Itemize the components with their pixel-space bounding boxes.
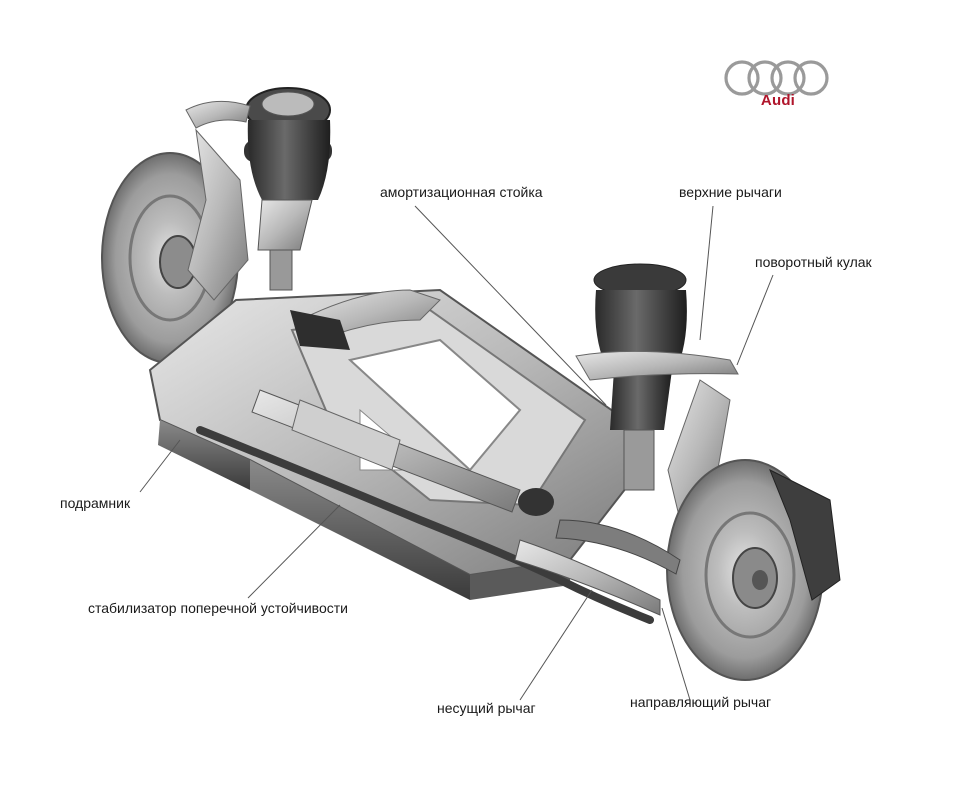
brand-name: Audi: [760, 92, 796, 109]
left-knuckle: [187, 128, 249, 301]
guide-arm: [555, 519, 681, 575]
audi-ring-1: [724, 60, 760, 96]
leader-subframe: [139, 439, 181, 493]
label-stabilizer: стабилизатор поперечной устойчивости: [88, 600, 348, 616]
center-drive-joint: [290, 310, 350, 350]
label-shock-strut: амортизационная стойка: [380, 184, 543, 200]
leader-lines: [139, 205, 774, 701]
left-air-strut: [244, 87, 332, 291]
label-subframe: подрамник: [60, 495, 131, 511]
audi-ring-3: [770, 60, 806, 96]
label-bearing-arm: несущий рычаг: [437, 700, 536, 716]
audi-rings-logo: [724, 60, 829, 96]
label-upper-arms: верхние рычаги: [679, 184, 782, 200]
audi-ring-2: [747, 60, 783, 96]
label-steering-knuckle: поворотный кулак: [755, 254, 872, 270]
leader-upper-arms: [699, 205, 714, 341]
left-upper-arm: [185, 100, 251, 129]
leader-guide-arm: [661, 607, 691, 701]
leader-shock-strut: [414, 205, 607, 406]
audi-ring-4: [793, 60, 829, 96]
leader-stabilizer: [247, 504, 341, 599]
steering-rack: [251, 389, 554, 516]
right-upper-arm: [575, 350, 739, 381]
bearing-arm: [514, 539, 661, 616]
label-guide-arm: направляющий рычаг: [630, 694, 772, 710]
right-brake-disc: [666, 459, 841, 681]
leader-bearing-arm: [519, 589, 593, 701]
right-air-strut: [593, 263, 687, 491]
leader-steering-knuckle: [736, 274, 774, 366]
